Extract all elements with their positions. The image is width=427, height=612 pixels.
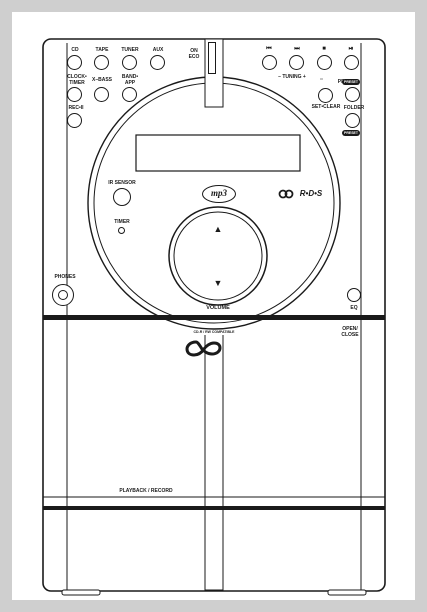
prog-button[interactable]: [318, 88, 333, 103]
tuner-button[interactable]: [122, 55, 137, 70]
prev-icon: ⏮: [266, 46, 272, 52]
play-pause-icon: ⏯: [348, 46, 354, 52]
open-close-label: OPEN/ CLOSE: [341, 326, 359, 338]
timer-label: TIMER: [114, 219, 130, 225]
cassette-door[interactable]: [43, 510, 385, 590]
phones-jack-inner: [58, 290, 68, 300]
band-app-button[interactable]: [122, 87, 137, 102]
cd-label: CD: [71, 47, 79, 53]
eq-button[interactable]: [347, 288, 361, 302]
phones-label: PHONES: [54, 274, 76, 280]
x-bass-label: X–BASS: [91, 77, 112, 83]
play-pause-button[interactable]: [344, 55, 359, 70]
stop-icon: ■: [322, 46, 326, 52]
x-bass-button[interactable]: [94, 87, 109, 102]
volume-down-icon[interactable]: ▼: [213, 278, 223, 288]
prev-button[interactable]: [262, 55, 277, 70]
aux-button[interactable]: [150, 55, 165, 70]
lcd-display: [136, 135, 300, 171]
cd-door[interactable]: [43, 320, 385, 497]
set-clear-label: SET•CLEAR: [311, 104, 341, 110]
ir-sensor: [113, 188, 131, 206]
folder-label: FOLDER: [343, 105, 365, 111]
tuning-label: – TUNING +: [264, 74, 320, 80]
tuner-label: TUNER: [121, 47, 139, 53]
tape-label: TAPE: [95, 47, 109, 53]
cd-compat-logo-art: [185, 340, 222, 357]
power-eco-switch[interactable]: [208, 42, 216, 74]
timer-indicator: [118, 227, 125, 234]
volume-up-icon[interactable]: ▲: [213, 224, 223, 234]
mp3-logo-ring: [202, 185, 236, 203]
preset-up-tag: PRESET: [342, 79, 361, 85]
aux-label: AUX: [152, 47, 164, 53]
ir-sensor-label: IR SENSOR: [108, 180, 136, 186]
next-button[interactable]: [289, 55, 304, 70]
next-icon: ⏭: [294, 46, 300, 52]
rds-logo: R•D•S: [299, 189, 323, 198]
playback-record-label: PLAYBACK / RECORD: [119, 488, 173, 494]
preset-down-tag: PRESET: [342, 130, 361, 136]
folder-button[interactable]: [345, 113, 360, 128]
cd-button[interactable]: [67, 55, 82, 70]
preset-up-button[interactable]: [345, 87, 360, 102]
stop-button[interactable]: [317, 55, 332, 70]
clock-timer-button[interactable]: [67, 87, 82, 102]
device-panel: CD TAPE TUNER AUX ON ECO ⏮ ⏭ ■ ⏯ – TUNIN…: [12, 12, 415, 600]
band-app-label: BAND• APP: [121, 74, 139, 86]
tape-button[interactable]: [94, 55, 109, 70]
device-outline-art: [42, 38, 386, 596]
volume-label: VOLUME: [206, 305, 230, 311]
clock-timer-label: CLOCK• TIMER: [67, 74, 87, 86]
cd-compat-label: CD-R / RW COMPATIBLE: [180, 330, 248, 335]
eq-label: EQ: [350, 305, 358, 311]
rec-pause-button[interactable]: [67, 113, 82, 128]
mp3-logo: mp3: [210, 188, 227, 198]
rec-pause-label: REC•II: [68, 105, 84, 111]
power-eco-label: ON ECO: [188, 48, 200, 60]
